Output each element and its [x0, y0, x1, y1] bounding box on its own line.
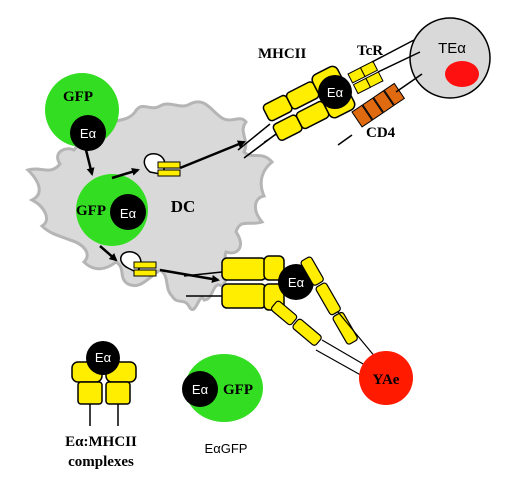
mhcii-yae-complex: Eα — [183, 255, 377, 379]
ea-label-middle: Eα — [120, 206, 137, 221]
dc-label: DC — [171, 197, 196, 216]
gfp-label-top: GFP — [63, 89, 93, 105]
vesicle-lower — [120, 251, 157, 277]
ea-gfp-gfp-label: GFP — [223, 382, 253, 398]
mhcii-tcr-complex: Eα — [237, 39, 421, 159]
arrow-uptake — [84, 149, 95, 176]
ea-label-legend: Eα — [95, 350, 112, 365]
arrow-to-surface-upper — [179, 140, 246, 170]
ea-gfp-ea-label: Eα — [192, 382, 209, 397]
yae-antibody-head: YAe — [359, 351, 413, 405]
yae-label: YAe — [373, 372, 400, 388]
ea-label-top: Eα — [80, 126, 97, 141]
legend-complex-caption-line2: complexes — [68, 454, 134, 470]
ea-gfp-caption: EαGFP — [205, 441, 248, 456]
ea-label-tcr-complex: Eα — [327, 85, 344, 100]
cd4-label: CD4 — [366, 125, 396, 141]
tea-label: TEα — [438, 40, 466, 57]
legend-complex-caption-line1: Eα:MHCII — [65, 434, 137, 450]
vesicle-upper — [143, 153, 181, 177]
dendritic-cell — [25, 100, 275, 312]
ea-label-yae-complex: Eα — [288, 275, 305, 290]
gfp-label-middle: GFP — [76, 203, 106, 219]
cd4-coreceptor — [337, 73, 423, 146]
ea-gfp-protein-middle: GFP Eα — [76, 174, 148, 246]
mhcii-label: MHCII — [258, 46, 306, 62]
arrow-to-vesicle-upper — [111, 167, 140, 180]
legend-ea-gfp: Eα GFP EαGFP — [182, 354, 263, 456]
arrow-to-vesicle-lower — [99, 245, 118, 262]
tcr-label: TcR — [357, 43, 383, 59]
tea-t-cell: TEα — [409, 17, 491, 99]
ea-gfp-protein-top: GFP Eα — [45, 73, 119, 151]
legend-ea-mhcii-complex: Eα Eα:MHCII complexes — [65, 341, 137, 470]
